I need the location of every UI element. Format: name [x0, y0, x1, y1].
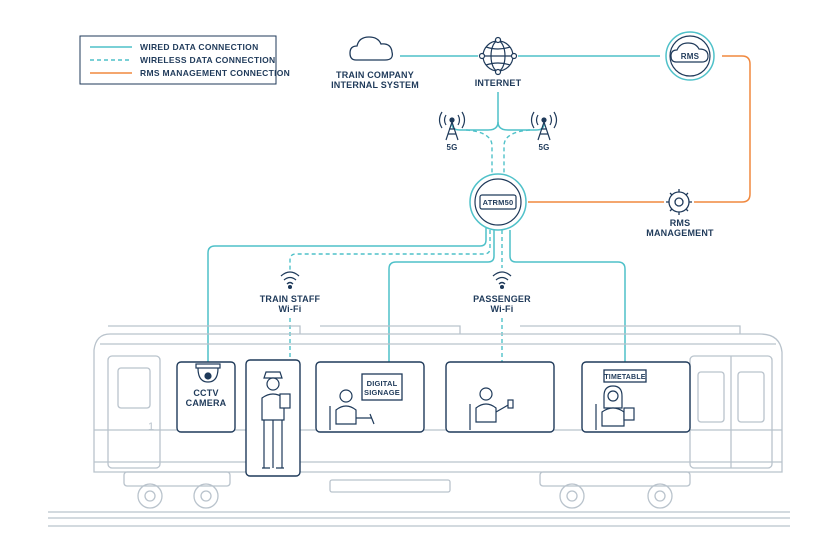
seated-passenger-phone-icon	[469, 387, 514, 430]
seated-passenger-signage-icon	[329, 389, 375, 430]
rms-node	[665, 31, 715, 81]
rms-management-label-1: RMS	[670, 218, 691, 228]
legend-rms-label: RMS MANAGEMENT CONNECTION	[140, 68, 290, 78]
window-passenger	[445, 361, 555, 433]
internet-globe-icon	[478, 36, 518, 76]
rms-management-connection	[694, 55, 751, 203]
5g-left-label: 5G	[446, 143, 457, 152]
legend: WIRED DATA CONNECTION WIRELESS DATA CONN…	[79, 35, 290, 85]
digital-signage-screen	[361, 373, 403, 401]
link-internet-left-5g	[451, 121, 499, 131]
signage-label-2: SIGNAGE	[364, 388, 400, 397]
internet-label: INTERNET	[475, 78, 522, 88]
staff-wifi-label-1: TRAIN STAFF	[260, 294, 321, 304]
passenger-wifi-label-2: Wi-Fi	[491, 304, 514, 314]
train-company-label-2: INTERNAL SYSTEM	[331, 80, 419, 90]
link-internet-right-5g	[497, 121, 545, 131]
cctv-label-1: CCTV	[193, 388, 218, 398]
link-router-cctv	[207, 228, 487, 362]
timetable-label: TIMETABLE	[604, 374, 645, 381]
router-label: ATRM50	[483, 198, 514, 207]
passenger-wifi-label-1: PASSENGER	[473, 294, 531, 304]
router-downlinks	[207, 228, 626, 372]
link-router-signage	[388, 230, 495, 366]
gear-icon	[666, 189, 692, 215]
legend-wireless-label: WIRELESS DATA CONNECTION	[140, 55, 275, 65]
timetable-screen	[603, 369, 647, 383]
train-company-cloud-icon	[349, 36, 393, 61]
cctv-label-2: CAMERA	[186, 398, 227, 408]
rms-management-label-2: MANAGEMENT	[646, 228, 714, 238]
wireless-5g-router	[465, 129, 531, 176]
rms-label: RMS	[681, 52, 700, 61]
wireless-router-staff	[289, 230, 491, 270]
train-car	[48, 325, 790, 527]
reading-passenger-icon	[595, 385, 635, 430]
router-wireless-downlinks	[289, 230, 503, 400]
rms-cloud-icon	[670, 42, 709, 63]
passenger-wifi-icon	[492, 271, 512, 290]
5g-tower-left-icon	[438, 111, 466, 141]
train-door-number: 1	[148, 421, 154, 433]
window-cctv	[176, 361, 236, 433]
staff-wifi-label-2: Wi-Fi	[279, 304, 302, 314]
link-router-timetable	[509, 230, 626, 372]
train-company-label-1: TRAIN COMPANY	[336, 70, 414, 80]
legend-wired-label: WIRED DATA CONNECTION	[140, 42, 259, 52]
staff-wifi-icon	[280, 271, 300, 290]
5g-right-label: 5G	[538, 143, 549, 152]
signage-label-1: DIGITAL	[367, 379, 398, 388]
5g-tower-right-icon	[530, 111, 558, 141]
top-connections	[400, 55, 751, 203]
cctv-camera-icon	[195, 363, 221, 383]
train-staff-person-icon	[261, 371, 291, 469]
router-node	[469, 173, 527, 231]
router-device-icon	[479, 194, 517, 210]
